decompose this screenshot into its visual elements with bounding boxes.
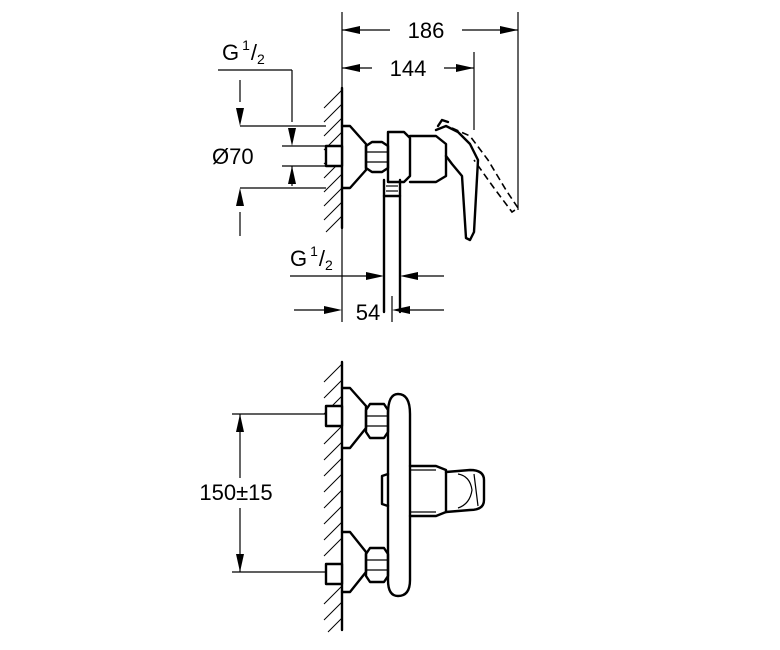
dimension-body-depth: 144 xyxy=(342,52,475,130)
dimension-inlet-centres: 150±15 xyxy=(199,413,326,573)
connection-nut xyxy=(364,140,390,174)
lever-housing xyxy=(408,464,448,518)
mixer-body-front xyxy=(386,392,412,598)
dimension-overall-depth: 186 xyxy=(341,12,519,210)
inlet-centres-label: 150±15 xyxy=(199,480,272,505)
cartridge-housing xyxy=(408,134,448,184)
dimension-escutcheon-diameter: Ø70 xyxy=(212,80,326,236)
upper-inlet-stub xyxy=(324,404,344,428)
escutcheon-diameter-label: Ø70 xyxy=(212,144,254,169)
upper-escutcheon xyxy=(340,386,368,450)
mixer-body xyxy=(386,130,412,184)
lower-inlet-stub xyxy=(324,562,344,586)
upper-nut xyxy=(364,402,390,440)
outlet-fitting xyxy=(382,178,402,198)
dimension-144-label: 144 xyxy=(390,56,427,81)
escutcheon-cone xyxy=(340,124,368,190)
lower-escutcheon xyxy=(340,530,368,594)
lower-nut xyxy=(364,546,390,584)
wall-hatching-bottom xyxy=(323,360,344,633)
dimension-outlet-offset: 54 xyxy=(294,228,444,325)
lever-knob xyxy=(444,468,486,514)
lever-handle xyxy=(434,124,480,242)
lever-swung-position xyxy=(451,127,520,214)
inlet-pipe-stub xyxy=(324,144,344,168)
front-elevation-view: 150±15 xyxy=(199,360,486,633)
dimension-186-label: 186 xyxy=(408,18,445,43)
dimension-54-label: 54 xyxy=(356,300,380,325)
